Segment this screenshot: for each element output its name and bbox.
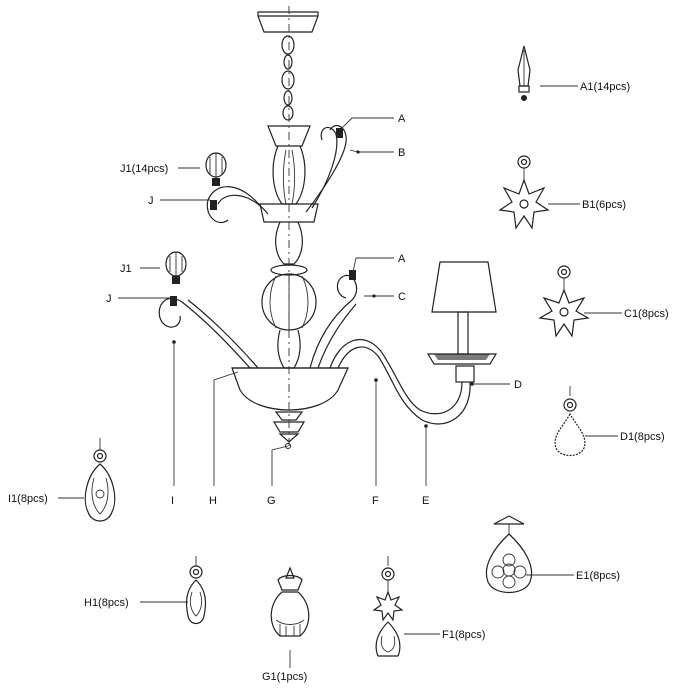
label-b1: B1(6pcs) <box>582 199 626 211</box>
part-b1-star <box>498 155 550 230</box>
label-j1-top: J1(14pcs) <box>120 163 168 175</box>
part-j1-drop-top <box>205 152 227 186</box>
callout-dots <box>172 150 474 449</box>
label-j-mid: J <box>106 293 112 305</box>
label-j1-mid: J1 <box>120 263 132 275</box>
part-d1-chain-loop <box>554 386 586 457</box>
part-c1-star <box>538 265 590 338</box>
part-j1-drop-mid <box>165 251 187 284</box>
label-d1: D1(8pcs) <box>620 431 665 443</box>
label-d: D <box>514 379 522 391</box>
label-e: E <box>422 495 429 507</box>
part-e1-drop <box>485 515 533 594</box>
label-g: G <box>267 495 276 507</box>
label-a1: A1(14pcs) <box>580 81 630 93</box>
label-f1: F1(8pcs) <box>442 629 485 641</box>
label-h1: H1(8pcs) <box>84 597 129 609</box>
label-e1: E1(8pcs) <box>576 570 620 582</box>
label-c: C <box>398 291 406 303</box>
label-j-top: J <box>148 195 154 207</box>
part-g1-finial <box>270 566 310 637</box>
callout-lines <box>58 85 622 668</box>
label-a-top: A <box>398 113 406 125</box>
labels: A1(14pcs) B1(6pcs) C1(8pcs) D1(8pcs) E1(… <box>8 81 669 683</box>
part-i1-drop <box>84 438 116 522</box>
label-f: F <box>372 495 379 507</box>
label-i1: I1(8pcs) <box>8 493 48 505</box>
part-h1-drop <box>185 556 207 625</box>
label-h: H <box>209 495 217 507</box>
label-c1: C1(8pcs) <box>624 308 669 320</box>
part-f1-drop <box>372 556 404 657</box>
label-b: B <box>398 147 405 159</box>
part-a1-spike <box>517 45 531 101</box>
label-a-mid: A <box>398 253 406 265</box>
chandelier-body <box>158 6 498 450</box>
label-g1: G1(1pcs) <box>262 671 307 683</box>
label-i: I <box>171 495 174 507</box>
